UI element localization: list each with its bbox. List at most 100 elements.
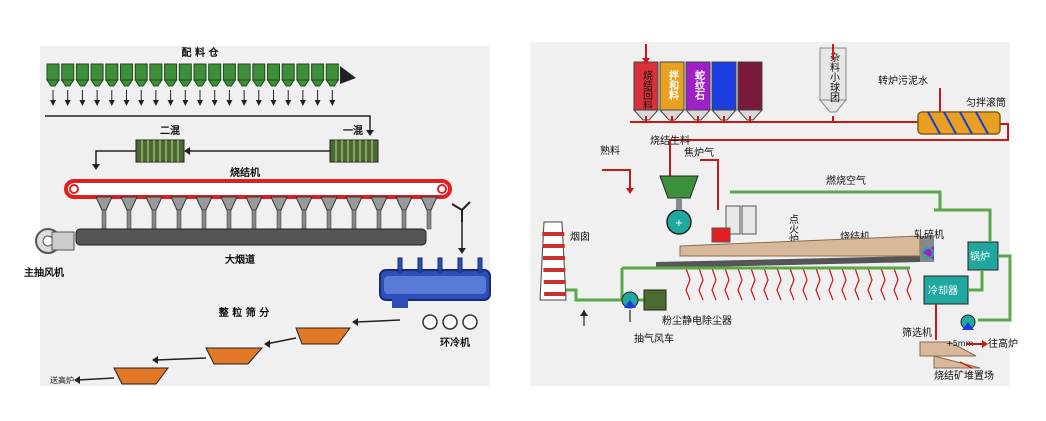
conveyor-to-mixer1 — [45, 115, 371, 132]
converter-sludge-label: 转炉污泥水 — [878, 74, 928, 87]
batching-bin — [75, 63, 90, 87]
main-flue — [75, 228, 427, 246]
batching-bin — [222, 63, 237, 87]
arrow-head-to-blast-furnace — [74, 376, 80, 384]
batching-bin — [310, 63, 325, 87]
screen-3 — [113, 367, 169, 385]
crusher-icon — [922, 246, 934, 260]
bin-discharge-arrows — [50, 90, 336, 106]
feed-hopper: + — [659, 175, 699, 235]
batching-bin — [60, 63, 75, 87]
mixer1-drum — [329, 139, 379, 163]
cooler-label: 冷却器 — [928, 284, 958, 297]
arrow-head-screen2 — [264, 340, 270, 348]
misc-pellets-label: 杂料小球团 — [828, 52, 840, 103]
wind-box — [170, 196, 188, 230]
wind-box — [245, 196, 263, 230]
boiler-label: 锅炉 — [970, 251, 990, 263]
inlet-arrow-bin1 — [642, 58, 650, 64]
boiler-return-duct — [978, 254, 1012, 322]
combustion-air-label: 燃烧空气 — [826, 174, 866, 187]
clinker-arrow — [626, 188, 634, 194]
crusher-label: 轧碎机 — [914, 228, 944, 241]
material-bin-label: 烧结回料 — [641, 69, 653, 111]
exhaust-fan-label: 抽气风车 — [634, 332, 674, 345]
batching-bin — [266, 63, 281, 87]
batching-bin — [90, 63, 105, 87]
cooler-fan-icon — [451, 201, 471, 222]
screen-deck — [919, 341, 977, 357]
esp-label: 粉尘静电除尘器 — [662, 314, 732, 327]
belt-pulley-right — [437, 184, 447, 194]
arrow-line-to-screen1 — [355, 319, 401, 323]
coke-gas-line — [700, 159, 719, 210]
raw-mix-return-line — [669, 123, 1009, 150]
chimney-label: 烟囱 — [570, 230, 590, 243]
batching-bin — [281, 63, 296, 87]
batching-bins-label: 配 料 仓 — [182, 46, 220, 59]
electrostatic-precipitator — [643, 289, 667, 311]
exhaust-fan-icon — [621, 291, 639, 309]
cooler-to-boiler-duct — [968, 270, 984, 292]
wind-box — [370, 196, 388, 230]
mixing-drum-label: 匀拌滚筒 — [966, 96, 1006, 109]
right-process-diagram: 烧结回料拌和料蛇纹石 杂料小球团 转炉污泥水 匀拌滚筒 烧结生料 熟料 焦炉气 … — [530, 0, 1046, 421]
line-to-sinter-machine — [95, 150, 136, 166]
batching-bin — [295, 63, 310, 87]
clinker-line — [602, 169, 631, 190]
stockyard-label: 烧结矿堆置场 — [934, 369, 994, 382]
stockyard-arrow-line — [959, 361, 973, 369]
mixing-drum — [917, 111, 1001, 135]
material-bin-label: 蛇纹石 — [693, 69, 706, 101]
combustion-air-duct — [730, 190, 942, 210]
to-blast-furnace-arrow — [982, 340, 988, 348]
screen-2 — [205, 347, 264, 365]
sinter-strand — [656, 235, 934, 268]
cooler-fan-icon — [960, 314, 976, 330]
flue-label: 大烟道 — [225, 253, 255, 266]
wind-box — [120, 196, 138, 230]
right-diagram-svg: 烧结回料拌和料蛇纹石 杂料小球团 转炉污泥水 匀拌滚筒 烧结生料 熟料 焦炉气 … — [530, 42, 1018, 386]
svg-text:+: + — [675, 218, 683, 229]
clinker-label: 熟料 — [600, 144, 620, 157]
screening-label: 整 粒 筛 分 — [218, 306, 269, 319]
wind-box — [395, 196, 413, 230]
boiler-air-duct — [934, 208, 992, 242]
wind-box — [320, 196, 338, 230]
material-bin — [736, 61, 764, 121]
wind-box — [420, 196, 438, 230]
sinter-stockyard — [933, 355, 981, 369]
sinter-machine-label: 烧结机 — [230, 166, 260, 179]
ring-cooler — [379, 257, 491, 308]
batching-bin — [251, 63, 266, 87]
arrow-line-to-screen2 — [265, 337, 297, 345]
wind-box — [95, 196, 113, 230]
batching-bin — [148, 63, 163, 87]
mixer2-drum — [135, 139, 185, 163]
coke-gas-label: 焦炉气 — [684, 146, 714, 159]
ignition-furnace-label: 点火炉 — [787, 214, 799, 245]
chimney-drop-arrow — [580, 310, 588, 316]
material-bin: 烧结回料 — [632, 61, 660, 121]
batching-bin — [193, 63, 207, 87]
chimney — [539, 221, 567, 301]
wind-box — [345, 196, 363, 230]
wind-boxes — [95, 196, 438, 230]
material-bin — [710, 61, 738, 121]
main-fan-icon — [35, 228, 75, 254]
mixer2-label: 二混 — [160, 124, 180, 137]
left-process-diagram: 配 料 仓 二混 一混 烧结机 大烟道 主抽风机 — [0, 0, 500, 421]
batching-bin — [134, 63, 149, 87]
batching-bin — [178, 63, 193, 87]
batching-bin — [207, 63, 222, 87]
batching-bin — [325, 63, 340, 87]
sinter-raw-label: 烧结生料 — [650, 134, 690, 147]
batching-bin — [46, 63, 60, 87]
batching-bin — [119, 63, 134, 87]
right-diagram-background — [530, 42, 1010, 386]
ring-cooler-rollers — [422, 314, 478, 330]
ignition-furnace — [711, 205, 757, 243]
raw-material-bins: 烧结回料 拌和料蛇纹石 — [632, 61, 764, 121]
wind-box-gas-flow — [685, 267, 912, 301]
material-bin-label: 拌和料 — [667, 69, 680, 101]
